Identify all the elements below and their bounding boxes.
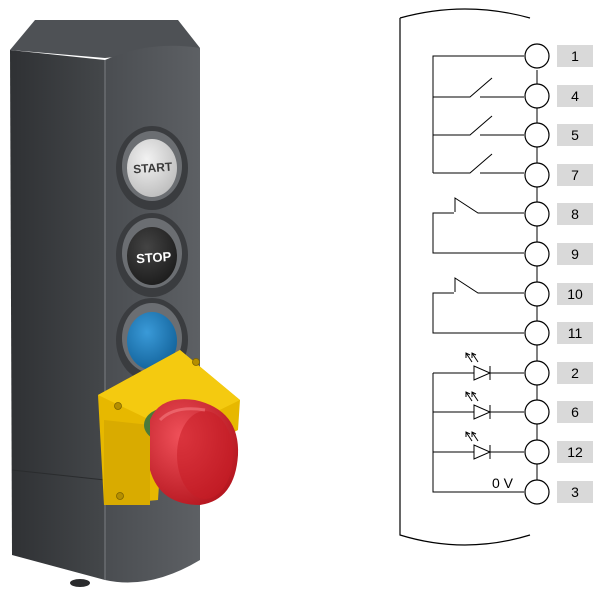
terminal-label-box (557, 164, 593, 186)
start-button[interactable]: START (116, 126, 188, 210)
terminal-11: 11 (524, 320, 593, 346)
terminal-label-box (557, 322, 593, 344)
terminal-strip: 1 4 5 7 8 9 10 11 2 6 12 3 (524, 43, 593, 505)
terminal-label: 8 (571, 206, 579, 222)
terminal-label-box (557, 362, 593, 384)
stop-label: STOP (136, 249, 172, 266)
terminal-4: 4 (524, 83, 593, 109)
terminal-label-box (557, 401, 593, 423)
terminal-label: 11 (568, 325, 583, 341)
contact-group-nc-2 (432, 277, 524, 334)
zero-v-label: 0 V (492, 475, 514, 491)
control-station: START STOP (10, 20, 240, 587)
enclosure-outline (399, 8, 531, 546)
terminal-label-box (557, 243, 593, 265)
terminal-label: 12 (567, 444, 583, 460)
terminal-label-box (557, 283, 593, 305)
terminal-label-box (557, 481, 593, 503)
terminal-label: 5 (571, 127, 579, 143)
terminal-10: 10 (524, 281, 593, 307)
emergency-stop-button[interactable] (144, 399, 239, 505)
terminal-3: 3 (524, 479, 593, 505)
terminal-7: 7 (524, 162, 593, 188)
terminal-label: 9 (571, 246, 579, 262)
terminal-label-box (557, 124, 593, 146)
terminal-label-box (557, 441, 593, 463)
terminal-label: 6 (571, 404, 579, 420)
terminal-circle (524, 320, 550, 346)
terminal-label: 10 (567, 286, 583, 302)
terminal-circle (524, 479, 550, 505)
terminal-2: 2 (524, 360, 593, 386)
terminal-label-box (557, 85, 593, 107)
terminal-label-box (557, 45, 593, 67)
led-circuits (432, 352, 524, 493)
terminal-label-box (557, 203, 593, 225)
terminal-circle (524, 360, 550, 386)
contact-group-no (432, 55, 524, 174)
terminal-circle (524, 162, 550, 188)
terminal-circle (524, 399, 550, 425)
stop-button[interactable]: STOP (116, 213, 188, 297)
terminal-6: 6 (524, 399, 593, 425)
terminal-circle (524, 439, 550, 465)
terminal-label: 3 (571, 484, 579, 500)
terminal-5: 5 (524, 122, 593, 148)
terminal-circle (524, 281, 550, 307)
terminal-circle (524, 241, 550, 267)
terminal-circle (524, 43, 550, 69)
terminal-1: 1 (524, 43, 593, 69)
terminal-label: 2 (571, 365, 579, 381)
contact-group-nc-1 (432, 197, 524, 254)
housing-side (10, 50, 105, 580)
terminal-9: 9 (524, 241, 593, 267)
terminal-label: 1 (571, 48, 579, 64)
terminal-label: 7 (571, 167, 579, 183)
wiring-diagram: 1 4 5 7 8 9 10 11 2 6 12 3 (399, 8, 593, 546)
start-label: START (133, 160, 174, 177)
terminal-circle (524, 122, 550, 148)
terminal-circle (524, 83, 550, 109)
led-2 (433, 352, 524, 381)
terminal-circle (524, 201, 550, 227)
led-6 (433, 391, 524, 420)
terminal-12: 12 (524, 439, 593, 465)
terminal-label: 4 (571, 88, 579, 104)
led-12 (433, 431, 524, 460)
terminal-8: 8 (524, 201, 593, 227)
